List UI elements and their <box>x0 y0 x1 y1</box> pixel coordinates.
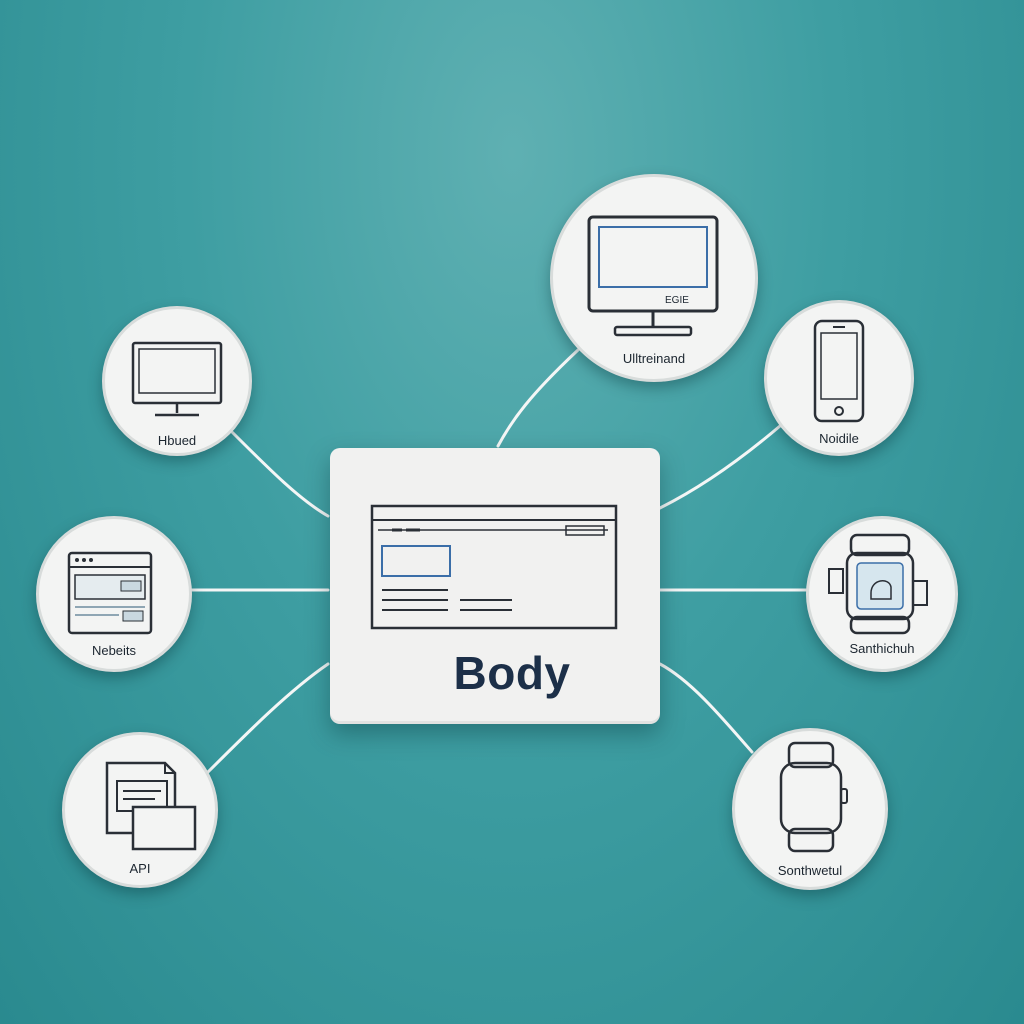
node-website-label: Nebeits <box>91 643 137 658</box>
node-left-desktop[interactable]: Hbued <box>102 306 252 456</box>
node-api-label: API <box>129 861 151 876</box>
smartwatch-icon <box>828 533 928 635</box>
connector-left-desktop <box>230 430 330 518</box>
node-api[interactable]: API <box>62 732 218 888</box>
node-smartwatch-upper[interactable]: Santhichuh <box>806 516 958 672</box>
connector-api <box>204 662 330 776</box>
browser-window-icon <box>370 504 618 630</box>
smartphone-icon <box>813 319 865 423</box>
node-smartwatch-lower[interactable]: Sonthwetul <box>732 728 888 890</box>
desktop-monitor-icon <box>131 341 223 417</box>
smartwatch-icon <box>779 741 848 853</box>
node-top-desktop-screen-text: EGIE <box>665 295 689 306</box>
node-website[interactable]: Nebeits <box>36 516 192 672</box>
node-smartwatch-upper-label: Santhichuh <box>849 641 915 656</box>
connector-smartwatch-lower <box>658 662 754 754</box>
browser-window-icon <box>67 551 153 635</box>
node-left-desktop-label: Hbued <box>157 433 197 448</box>
connector-top-desktop <box>496 348 580 448</box>
desktop-monitor-icon <box>587 215 719 337</box>
node-top-desktop-label: Ulltreinand <box>622 351 686 366</box>
documents-icon <box>105 761 197 851</box>
node-mobile-label: Noidile <box>819 431 859 446</box>
center-title: Body <box>453 647 571 699</box>
node-top-desktop[interactable]: EGIE Ulltreinand <box>550 174 758 382</box>
node-mobile[interactable]: Noidile <box>764 300 914 456</box>
node-smartwatch-lower-label: Sonthwetul <box>777 863 843 878</box>
center-body-card <box>330 448 660 724</box>
connector-mobile <box>658 424 782 510</box>
